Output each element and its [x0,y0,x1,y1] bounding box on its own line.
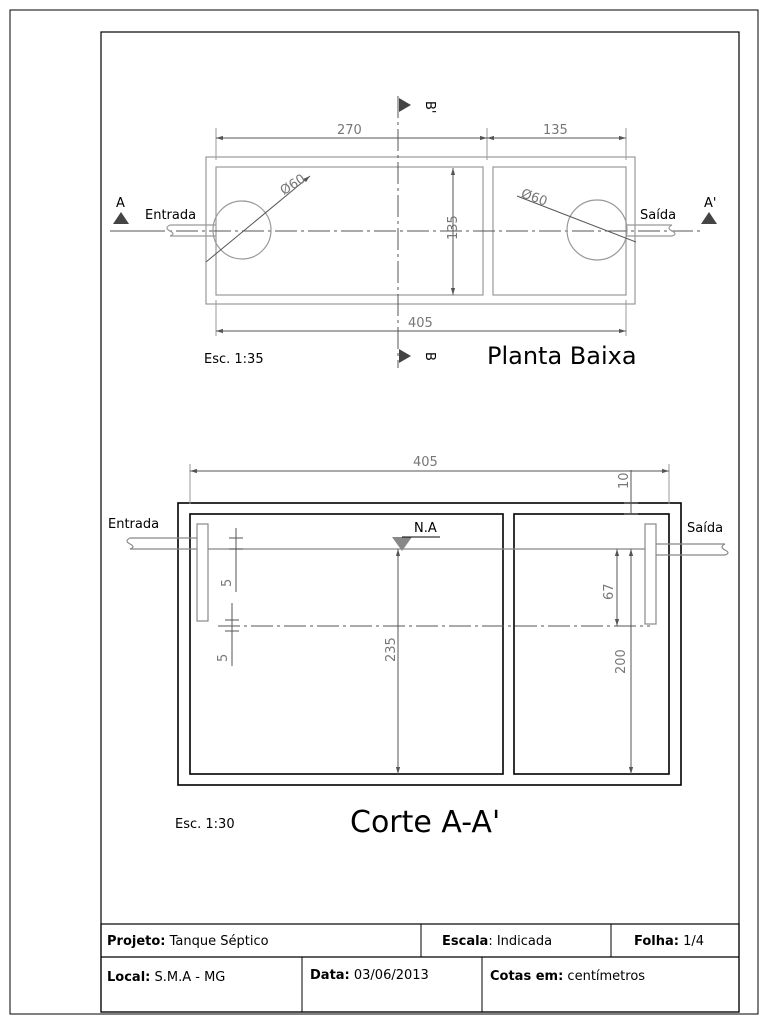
section-water-level-label: N.A [414,521,437,536]
svg-text:235: 235 [384,637,399,662]
section-dim-5-upper: 5 [220,528,243,592]
tb-data: Data: 03/06/2013 [310,968,429,983]
plan-marker-a: A [116,196,125,211]
plan-marker-b-prime-triangle [399,98,411,112]
section-entrada-label: Entrada [108,517,159,532]
section-tank-outer [177,502,682,786]
tb-projeto: Projeto: Tanque Séptico [107,934,269,949]
plan-outlet-pipe [626,224,676,237]
svg-text:135: 135 [543,123,568,138]
tb-local: Local: S.M.A - MG [107,970,225,985]
plan-marker-a-triangle [113,212,129,224]
svg-text:5: 5 [220,579,235,587]
section-dim-67: 67 [602,549,620,626]
plan-view: Ø60 Ø60 Entrada Saída A A' B' B [110,96,717,370]
svg-text:135: 135 [446,215,461,240]
section-scale: Esc. 1:30 [175,817,235,832]
plan-marker-a-prime: A' [704,196,716,211]
svg-text:200: 200 [614,649,629,674]
plan-dia-left-label: Ø60 [278,172,309,199]
plan-dia-leader-right [516,195,637,243]
section-water-level-triangle [392,537,412,551]
section-saida-label: Saída [687,521,723,536]
plan-marker-b: B [422,352,437,361]
svg-text:270: 270 [337,123,362,138]
plan-dim-270: 270 [215,123,488,160]
svg-text:67: 67 [602,583,617,600]
section-title: Corte A-A' [350,805,500,840]
section-dim-405: 405 [189,455,670,504]
plan-scale: Esc. 1:35 [204,352,264,367]
tb-escala: Escala: Indicada [442,934,552,949]
section-dim-5-lower: 5 [216,603,239,666]
section-dim-10: 10 [617,470,638,515]
plan-dim-405: 405 [215,300,627,336]
section-inlet-tee [126,523,209,622]
title-block: Projeto: Tanque Séptico Escala: Indicada… [100,923,740,1013]
plan-dim-135-top: 135 [487,123,627,160]
section-dim-200: 200 [614,549,634,774]
svg-text:5: 5 [216,654,231,662]
section-outlet-tee [644,523,729,625]
plan-inlet-pipe [166,224,216,237]
plan-marker-b-triangle [399,349,411,363]
plan-outlet-pipe-circle [566,199,628,261]
tb-cotas: Cotas em: centímetros [490,969,645,984]
page-border [9,9,759,1015]
plan-inlet-pipe-circle [212,200,272,260]
tb-folha: Folha: 1/4 [634,934,704,949]
section-chamber-2 [513,513,670,775]
plan-saida-label: Saída [640,208,676,223]
plan-marker-b-prime: B' [422,101,437,114]
plan-entrada-label: Entrada [145,208,196,223]
section-chamber-1 [189,513,504,775]
plan-marker-a-prime-triangle [701,212,717,224]
section-dim-235: 235 [384,549,401,774]
plan-dim-135-vert: 135 [446,168,461,295]
svg-text:405: 405 [408,316,433,331]
svg-text:405: 405 [413,455,438,470]
section-view: Entrada Saída N.A 405 10 5 [108,455,729,840]
plan-dia-right-label: Ø60 [519,186,549,209]
svg-text:10: 10 [617,472,632,489]
plan-title: Planta Baixa [487,342,637,370]
plan-tank-outer [205,156,636,305]
plan-dia-leader-left [205,175,311,263]
